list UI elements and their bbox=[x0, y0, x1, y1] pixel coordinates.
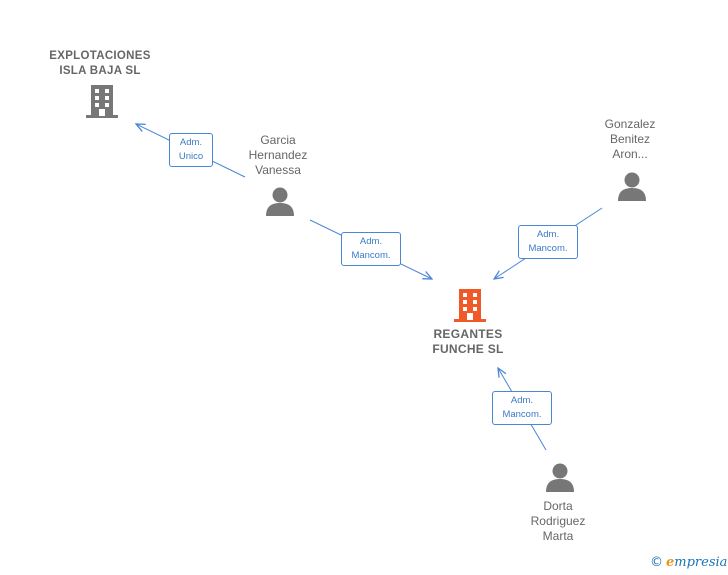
node-label-line: Garcia bbox=[260, 133, 296, 147]
node-label-dorta[interactable]: Dorta Rodriguez Marta bbox=[508, 499, 608, 544]
node-label-garcia[interactable]: Garcia Hernandez Vanessa bbox=[228, 133, 328, 178]
edge-label-line: Adm. bbox=[179, 137, 203, 148]
node-label-regantes[interactable]: REGANTES FUNCHE SL bbox=[408, 327, 528, 357]
person-icon[interactable] bbox=[266, 187, 294, 217]
person-icon[interactable] bbox=[546, 463, 574, 493]
building-main-icon[interactable] bbox=[454, 289, 486, 322]
node-label-line: Hernandez bbox=[248, 148, 308, 162]
copyright-icon: © bbox=[650, 555, 663, 570]
node-label-line: Aron... bbox=[612, 147, 648, 161]
brand-name: mpresia bbox=[674, 555, 728, 570]
edge-label-dorta-regantes: Adm. Mancom. bbox=[492, 391, 552, 425]
edge-label-line: Unico bbox=[178, 151, 204, 162]
edge-label-line: Mancom. bbox=[528, 243, 568, 254]
edge-label-gonzalez-regantes: Adm. Mancom. bbox=[518, 225, 578, 259]
node-label-line: ISLA BAJA SL bbox=[59, 65, 141, 77]
node-label-explotaciones[interactable]: EXPLOTACIONES ISLA BAJA SL bbox=[40, 49, 160, 79]
edge-label-garcia-regantes: Adm. Mancom. bbox=[341, 232, 401, 266]
node-label-line: Rodriguez bbox=[530, 514, 586, 528]
edge-label-line: Adm. bbox=[510, 395, 534, 406]
person-icon[interactable] bbox=[618, 172, 646, 202]
node-label-line: Dorta bbox=[543, 499, 573, 513]
node-label-line: Vanessa bbox=[255, 163, 301, 177]
node-label-line: FUNCHE SL bbox=[432, 342, 504, 356]
building-icon[interactable] bbox=[86, 85, 118, 118]
node-label-line: Gonzalez bbox=[604, 117, 656, 131]
edge-label-garcia-explotaciones: Adm. Unico bbox=[169, 133, 213, 167]
node-label-gonzalez[interactable]: Gonzalez Benitez Aron... bbox=[580, 117, 680, 162]
edge-label-line: Mancom. bbox=[351, 250, 391, 261]
brand-logo: ©empresia bbox=[650, 555, 727, 570]
edge-label-line: Mancom. bbox=[502, 409, 542, 420]
brand-initial: e bbox=[666, 555, 675, 570]
edge-label-line: Adm. bbox=[536, 229, 560, 240]
node-label-line: EXPLOTACIONES bbox=[49, 50, 151, 62]
edge-label-line: Adm. bbox=[359, 236, 383, 247]
node-label-line: Marta bbox=[542, 529, 574, 543]
node-label-line: Benitez bbox=[609, 132, 651, 146]
node-label-line: REGANTES bbox=[433, 327, 503, 341]
